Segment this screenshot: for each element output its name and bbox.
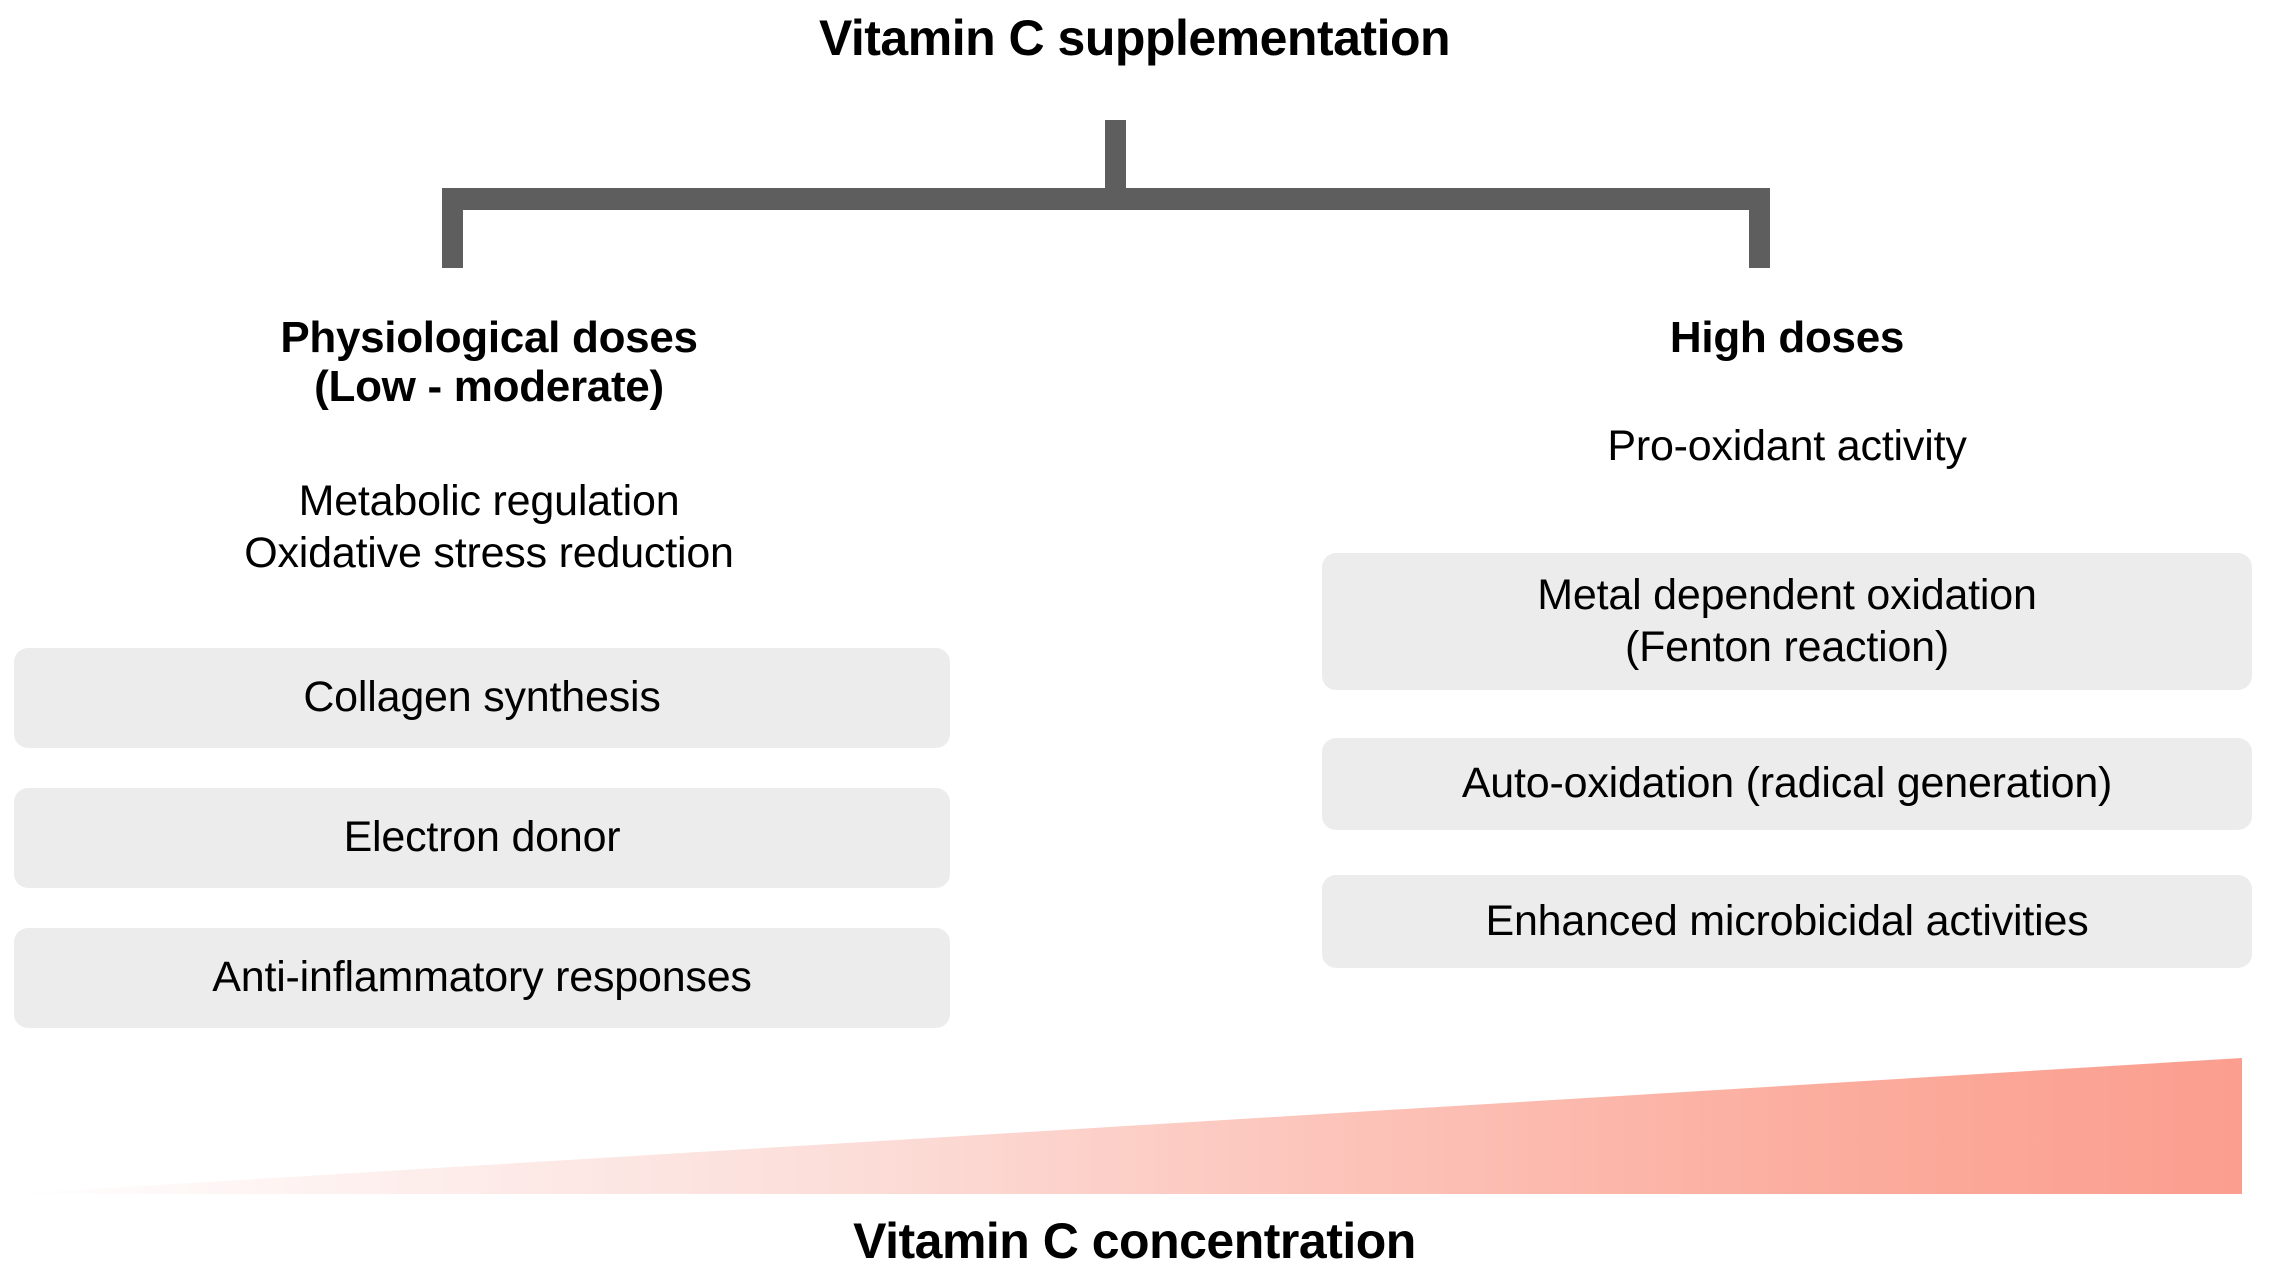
pill-item[interactable]: Metal dependent oxidation (Fenton reacti… (1322, 553, 2252, 690)
pill-label: Electron donor (343, 813, 621, 862)
branch-heading-high: High doses (1322, 313, 2252, 362)
pill-label-line1: Metal dependent oxidation (1537, 570, 2037, 619)
pill-item[interactable]: Anti-inflammatory responses (14, 928, 950, 1028)
pill-label: Anti-inflammatory responses (212, 953, 752, 1002)
branch-subtitle-line2: Oxidative stress reduction (244, 529, 734, 578)
pill-item[interactable]: Electron donor (14, 788, 950, 888)
pill-item[interactable]: Auto-oxidation (radical generation) (1322, 738, 2252, 830)
pill-label: Auto-oxidation (radical generation) (1461, 759, 2113, 808)
connector-leg-right-icon (1749, 188, 1770, 268)
connector-crossbar-icon (442, 188, 1770, 210)
connector-stem-icon (1105, 120, 1126, 190)
branch-subtitle-line1: Metabolic regulation (298, 477, 680, 525)
branch-subtitle-high: Pro-oxidant activity (1322, 420, 2252, 472)
concentration-gradient-arrow (0, 1050, 2269, 1200)
connector-leg-left-icon (442, 188, 463, 268)
gradient-caption: Vitamin C concentration (853, 1213, 1416, 1269)
page-title: Vitamin C supplementation (818, 10, 1451, 66)
branch-subtitle-physiological: Metabolic regulation Oxidative stress re… (14, 475, 964, 580)
branch-heading-line1: High doses (1669, 313, 1905, 362)
pill-label-line2: (Fenton reaction) (1624, 622, 1950, 671)
pill-label: Enhanced microbicidal activities (1485, 896, 2089, 945)
pill-item[interactable]: Enhanced microbicidal activities (1322, 875, 2252, 968)
branch-heading-line2: (Low - moderate) (314, 362, 664, 412)
branch-heading-line1: Physiological doses (280, 313, 698, 362)
branch-heading-physiological: Physiological doses (Low - moderate) (14, 313, 964, 412)
pill-label: Collagen synthesis (303, 673, 661, 722)
pill-label: Metal dependent oxidation (Fenton reacti… (1537, 570, 2037, 673)
branch-subtitle-line1: Pro-oxidant activity (1607, 422, 1967, 470)
pill-item[interactable]: Collagen synthesis (14, 648, 950, 748)
